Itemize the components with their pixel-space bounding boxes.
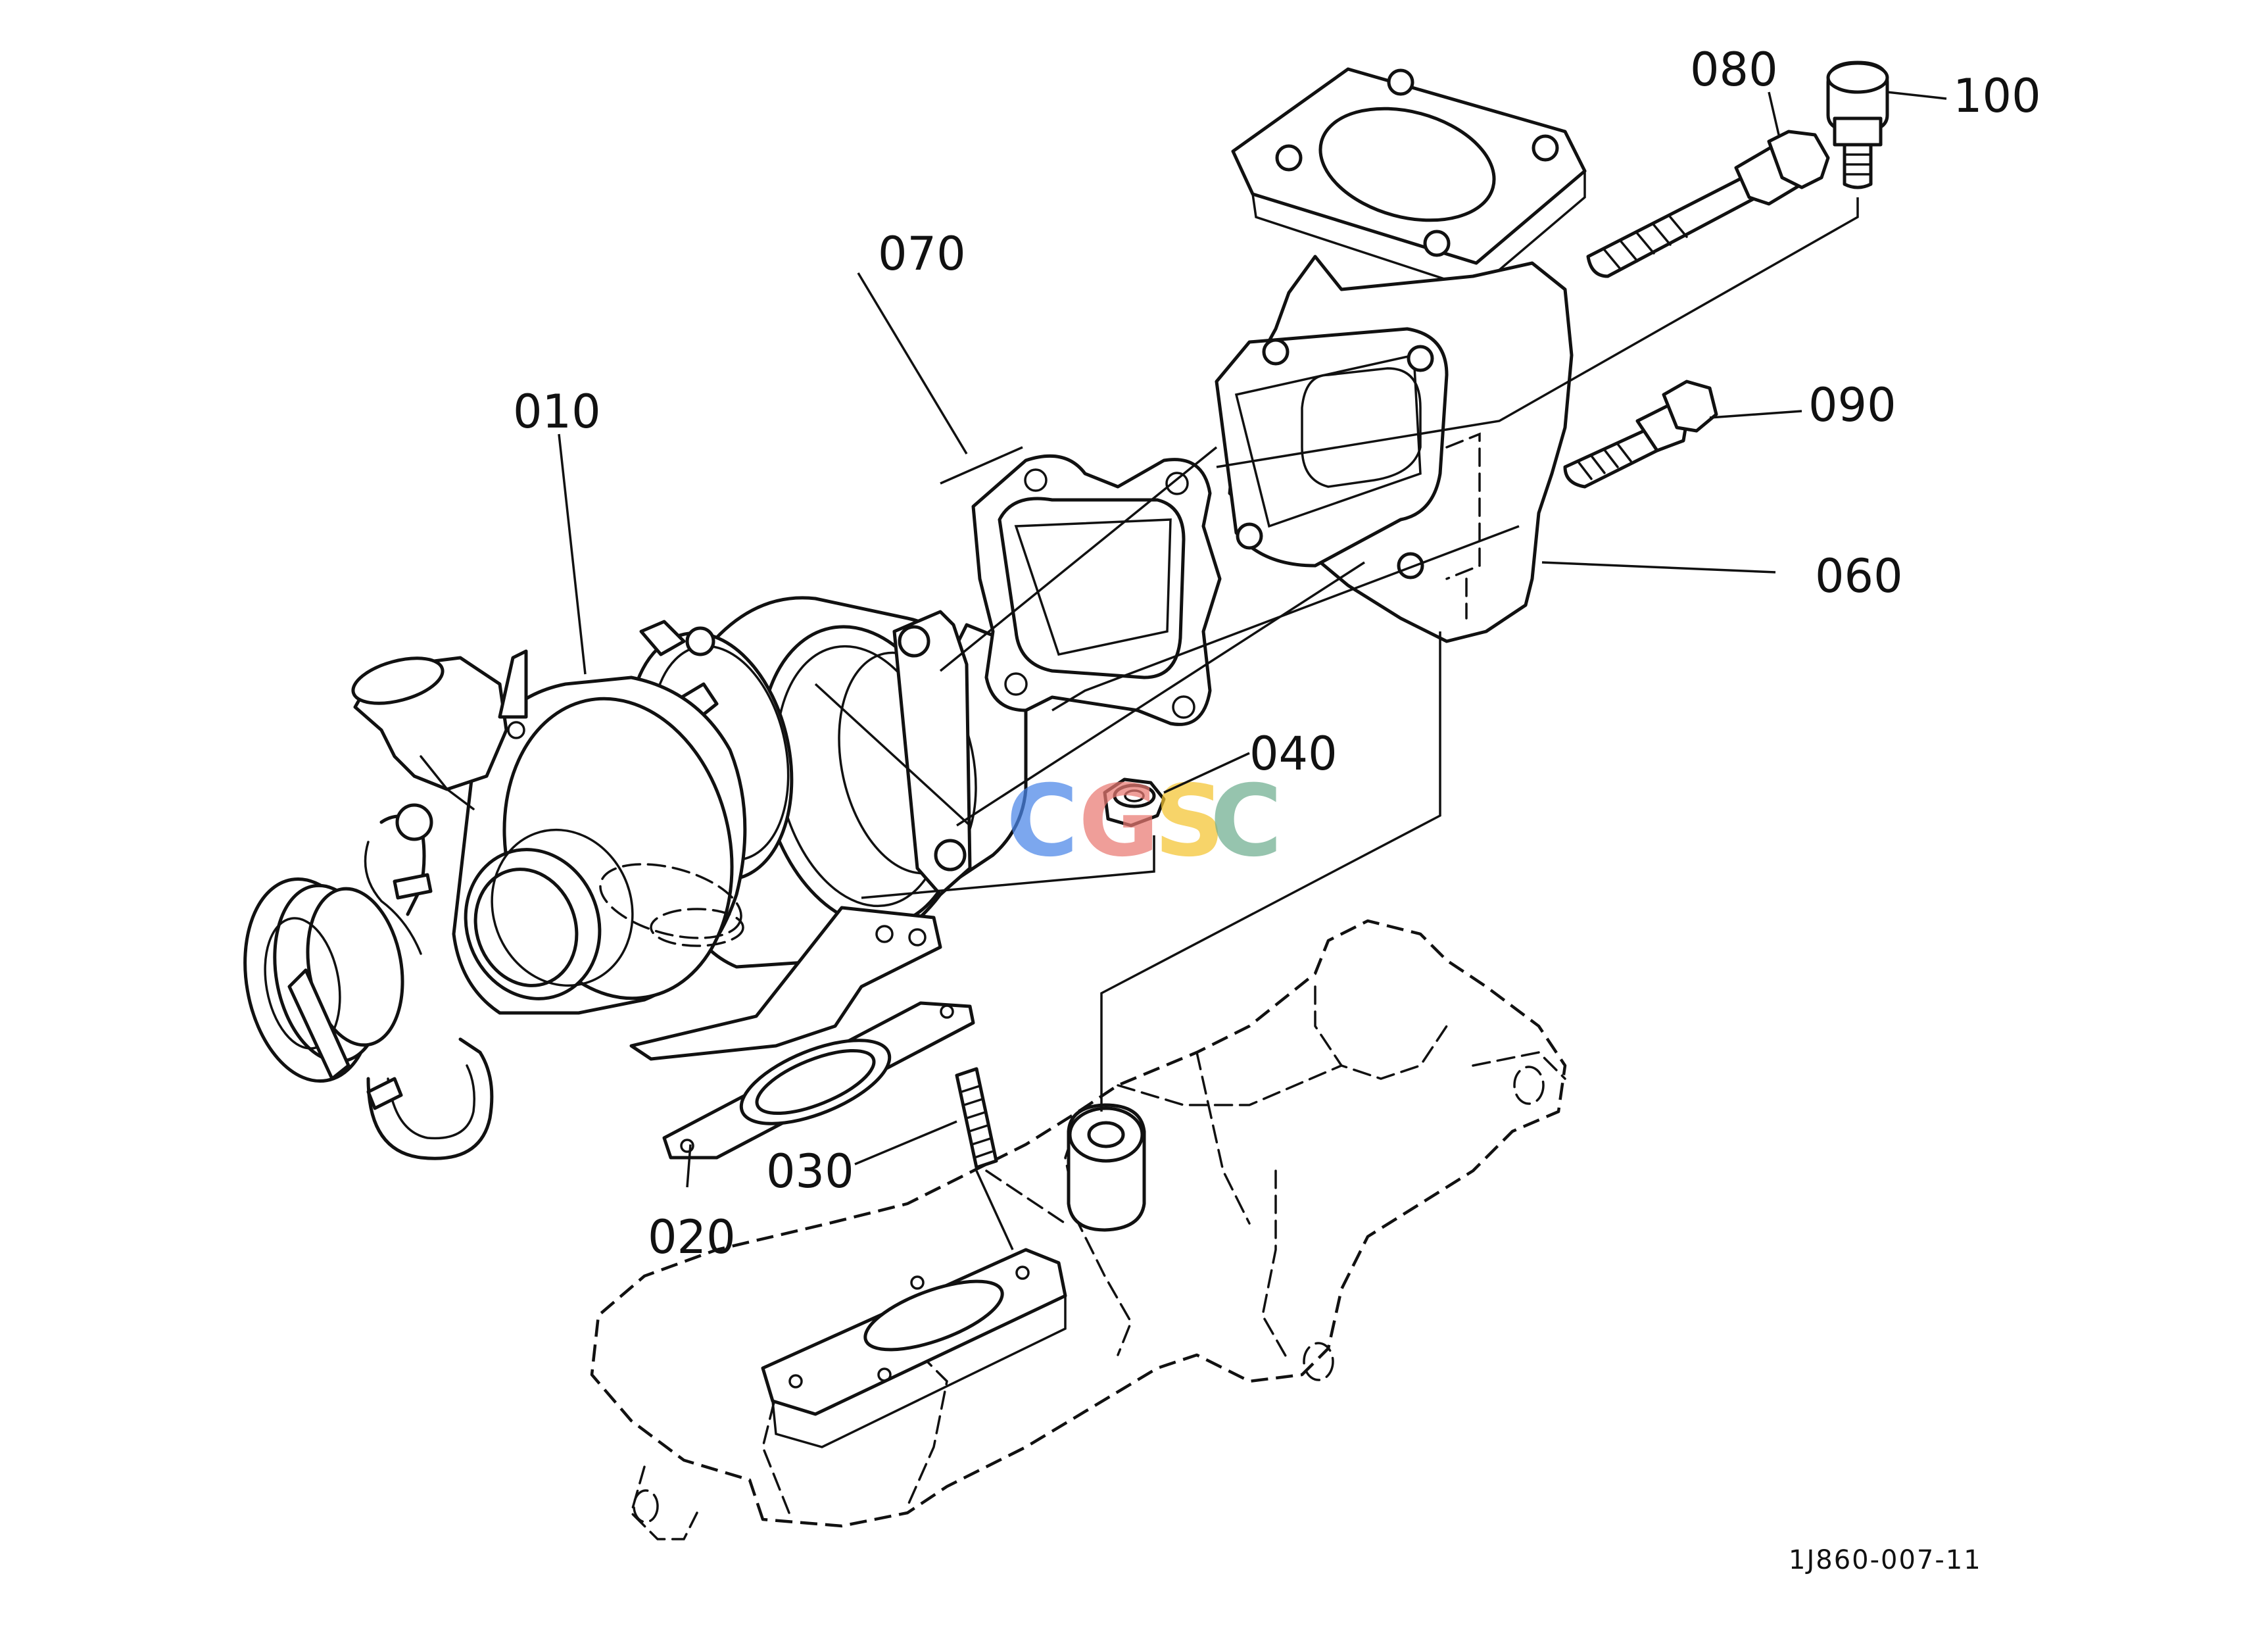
watermark-letter-s: S: [1154, 764, 1225, 879]
gasket-020: [662, 1001, 975, 1160]
callout-060: 060: [1815, 549, 1903, 603]
callouts: 010 020 030 040 060 070 080 090 100 1J86…: [513, 43, 2041, 1575]
bolt-090: [1563, 380, 1718, 489]
watermark-letter-g: G: [1078, 764, 1159, 879]
callout-090: 090: [1808, 378, 1896, 432]
callout-080: 080: [1690, 43, 1778, 97]
callout-010: 010: [513, 385, 601, 439]
stud-030: [955, 1067, 998, 1169]
watermark: C G S C: [1006, 764, 1282, 879]
callout-070: 070: [878, 227, 966, 281]
reference-code: 1J860-007-11: [1789, 1545, 1982, 1575]
callout-040: 040: [1249, 727, 1338, 781]
nut-040: [1103, 777, 1166, 827]
leader-lines: [558, 91, 1947, 1250]
gasket-070: [971, 454, 1222, 726]
bolt-100: [1826, 61, 1889, 189]
elbow-060: [1215, 67, 1587, 643]
callout-030: 030: [766, 1144, 854, 1198]
bolt-080: [1586, 130, 1830, 278]
callout-100: 100: [1953, 69, 2041, 123]
turbocharger-010: [243, 596, 1028, 1160]
watermark-letter-c1: C: [1006, 764, 1078, 879]
callout-020: 020: [648, 1210, 736, 1264]
exhaust-manifold: [590, 919, 1567, 1540]
watermark-letter-c2: C: [1210, 764, 1282, 879]
